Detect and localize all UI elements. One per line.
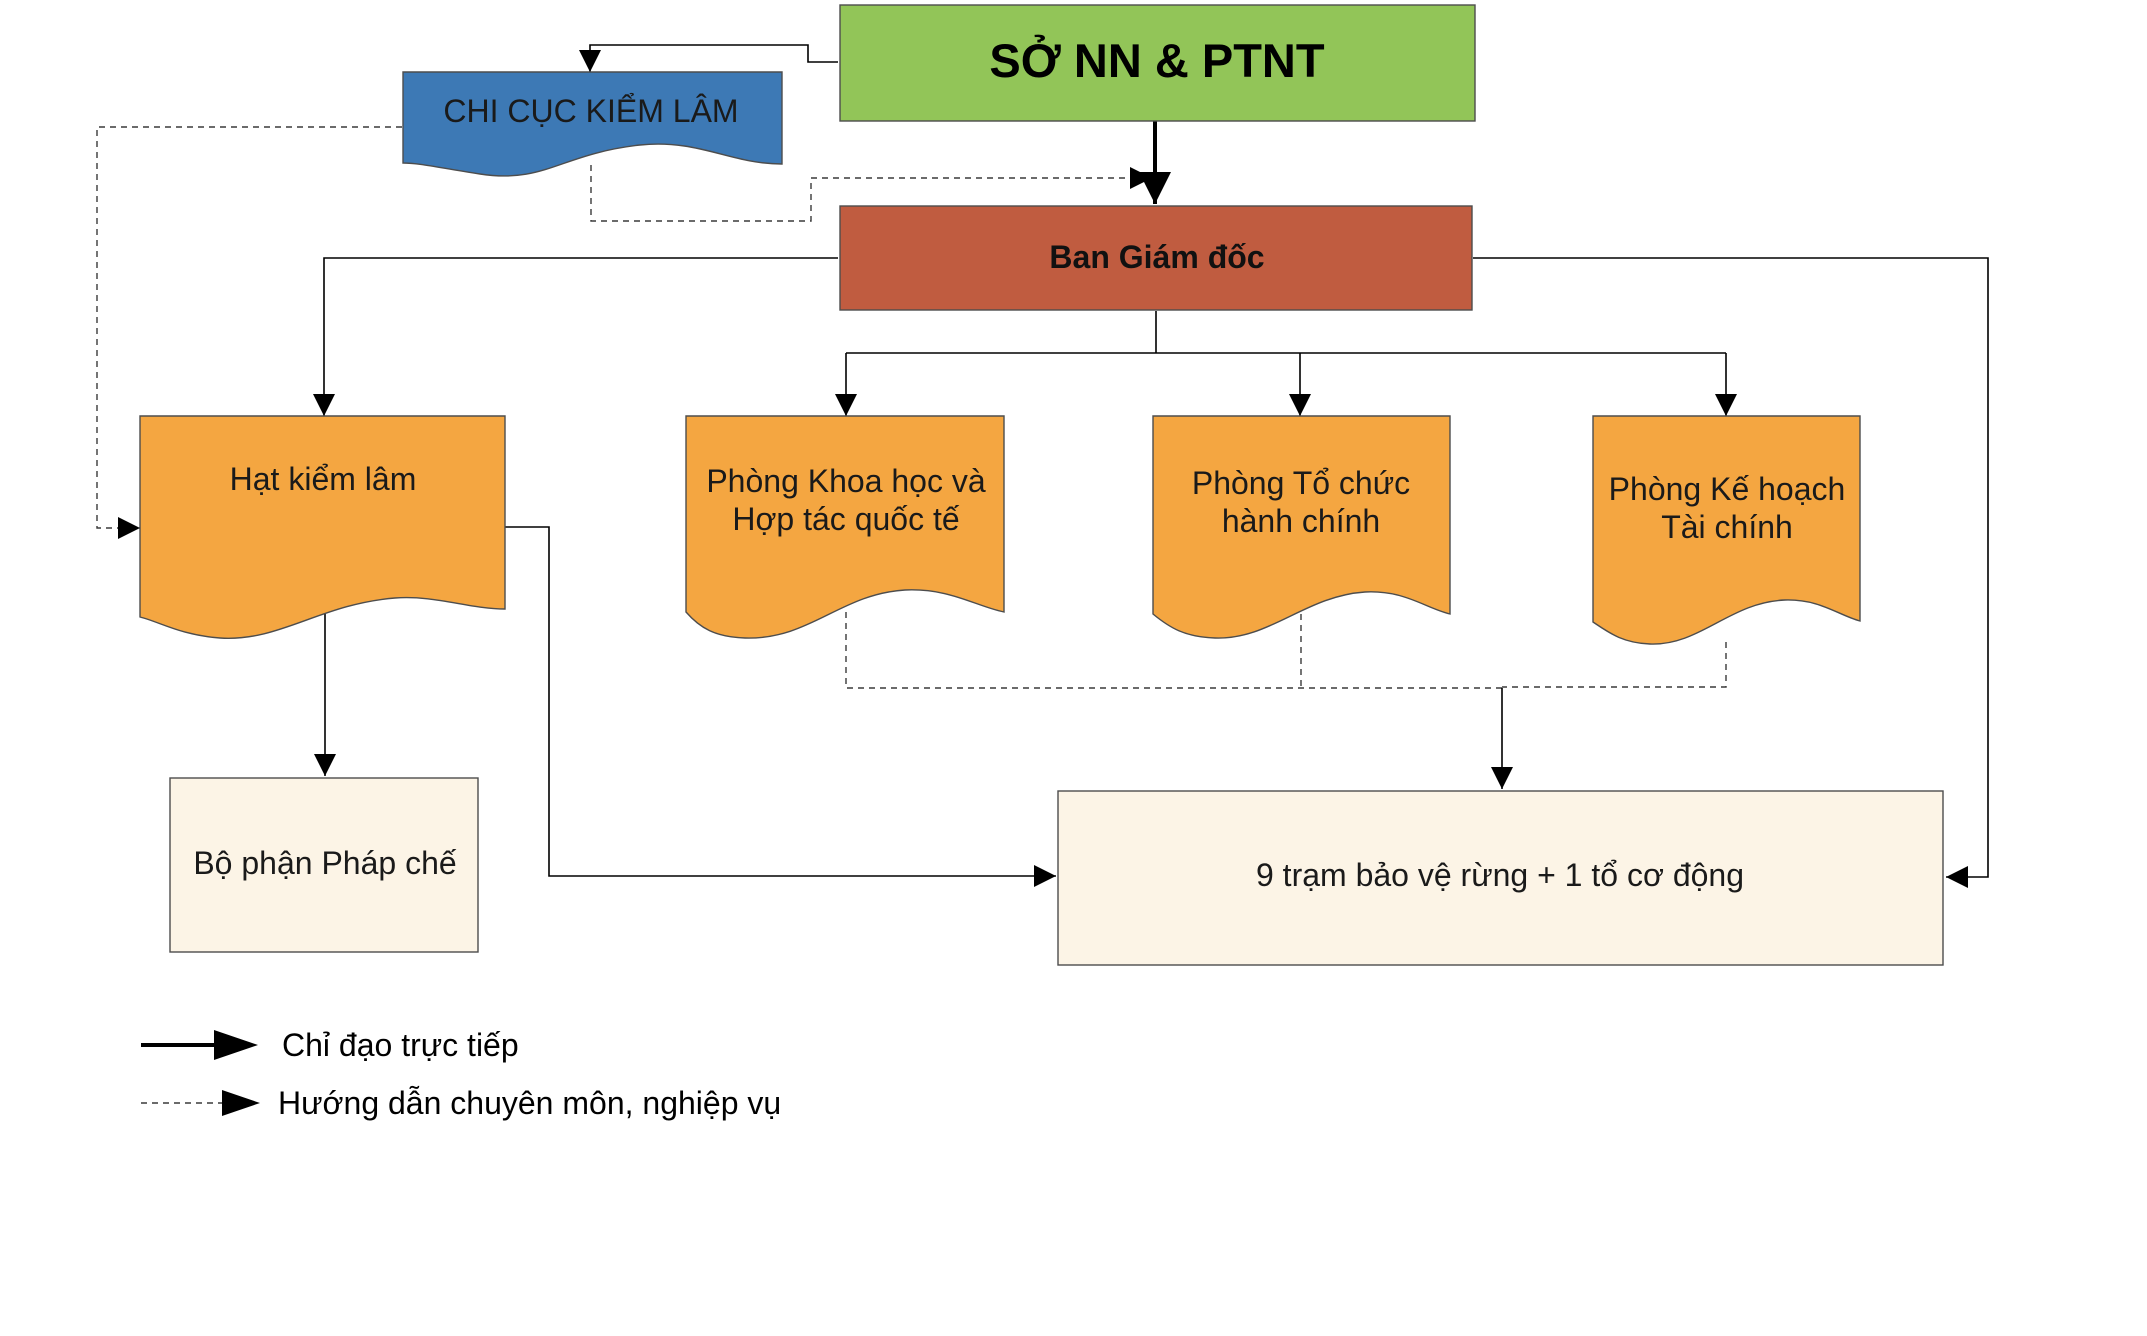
node-phong-khoa-hoc: Phòng Khoa học và Hợp tác quốc tế	[685, 415, 1005, 639]
hat-kiem-lam-shape	[139, 415, 506, 639]
connector-hat-to-tram	[505, 526, 1056, 887]
chi-cuc-label: CHI CỤC KIỂM LÂM	[443, 93, 738, 129]
phong-to-chuc-shape	[1152, 415, 1451, 639]
connector-depts-to-tram-dashed	[845, 612, 1727, 689]
node-so-nn-ptnt: SỞ NN & PTNT	[839, 4, 1476, 122]
node-chi-cuc-kiem-lam: CHI CỤC KIỂM LÂM	[402, 71, 783, 177]
tram-bao-ve-box	[1057, 790, 1944, 966]
phong-ke-hoach-shape	[1592, 415, 1861, 645]
connector-bgd-to-tram	[1473, 257, 1989, 888]
phong-khoa-hoc-shape	[685, 415, 1005, 639]
phap-che-label: Bộ phận Pháp chế	[193, 845, 457, 881]
phong-to-chuc-line2: hành chính	[1222, 503, 1380, 539]
node-phong-to-chuc: Phòng Tổ chức hành chính	[1152, 415, 1451, 639]
node-tram-bao-ve: 9 trạm bảo vệ rừng + 1 tổ cơ động	[1057, 790, 1944, 966]
legend-direct-label: Chỉ đạo trực tiếp	[282, 1027, 519, 1063]
phong-ke-hoach-line1: Phòng Kế hoạch	[1609, 471, 1846, 507]
phong-khoa-hoc-line2: Hợp tác quốc tế	[732, 501, 960, 537]
node-bo-phan-phap-che: Bộ phận Pháp chế	[169, 777, 479, 953]
tram-bao-ve-label: 9 trạm bảo vệ rừng + 1 tổ cơ động	[1256, 857, 1744, 893]
node-phong-ke-hoach: Phòng Kế hoạch Tài chính	[1592, 415, 1861, 645]
connector-chicuc-to-hat-dashed	[96, 126, 402, 539]
ban-giam-doc-box	[839, 205, 1473, 311]
connector-so-to-chicuc	[579, 44, 838, 72]
node-ban-giam-doc: Ban Giám đốc	[839, 205, 1473, 311]
phong-ke-hoach-line2: Tài chính	[1661, 509, 1793, 545]
chi-cuc-shape	[402, 71, 783, 177]
phap-che-box	[169, 777, 479, 953]
hat-kiem-lam-label: Hạt kiểm lâm	[230, 461, 417, 497]
node-hat-kiem-lam: Hạt kiểm lâm	[139, 415, 506, 639]
legend: Chỉ đạo trực tiếp Hướng dẫn chuyên môn, …	[141, 1027, 781, 1121]
phong-to-chuc-line1: Phòng Tổ chức	[1192, 465, 1410, 501]
legend-direct-arrowhead	[214, 1030, 258, 1060]
connector-bgd-to-hat	[313, 257, 838, 416]
so-nn-box	[839, 4, 1476, 122]
ban-giam-doc-label: Ban Giám đốc	[1049, 239, 1264, 275]
so-nn-label: SỞ NN & PTNT	[989, 34, 1324, 87]
phong-khoa-hoc-line1: Phòng Khoa học và	[706, 463, 986, 499]
legend-guidance-label: Hướng dẫn chuyên môn, nghiệp vụ	[278, 1085, 781, 1121]
connector-chicuc-to-bgd-dashed	[590, 165, 1152, 222]
connector-bgd-trunk	[846, 311, 1726, 354]
legend-guidance-arrowhead	[222, 1090, 260, 1116]
